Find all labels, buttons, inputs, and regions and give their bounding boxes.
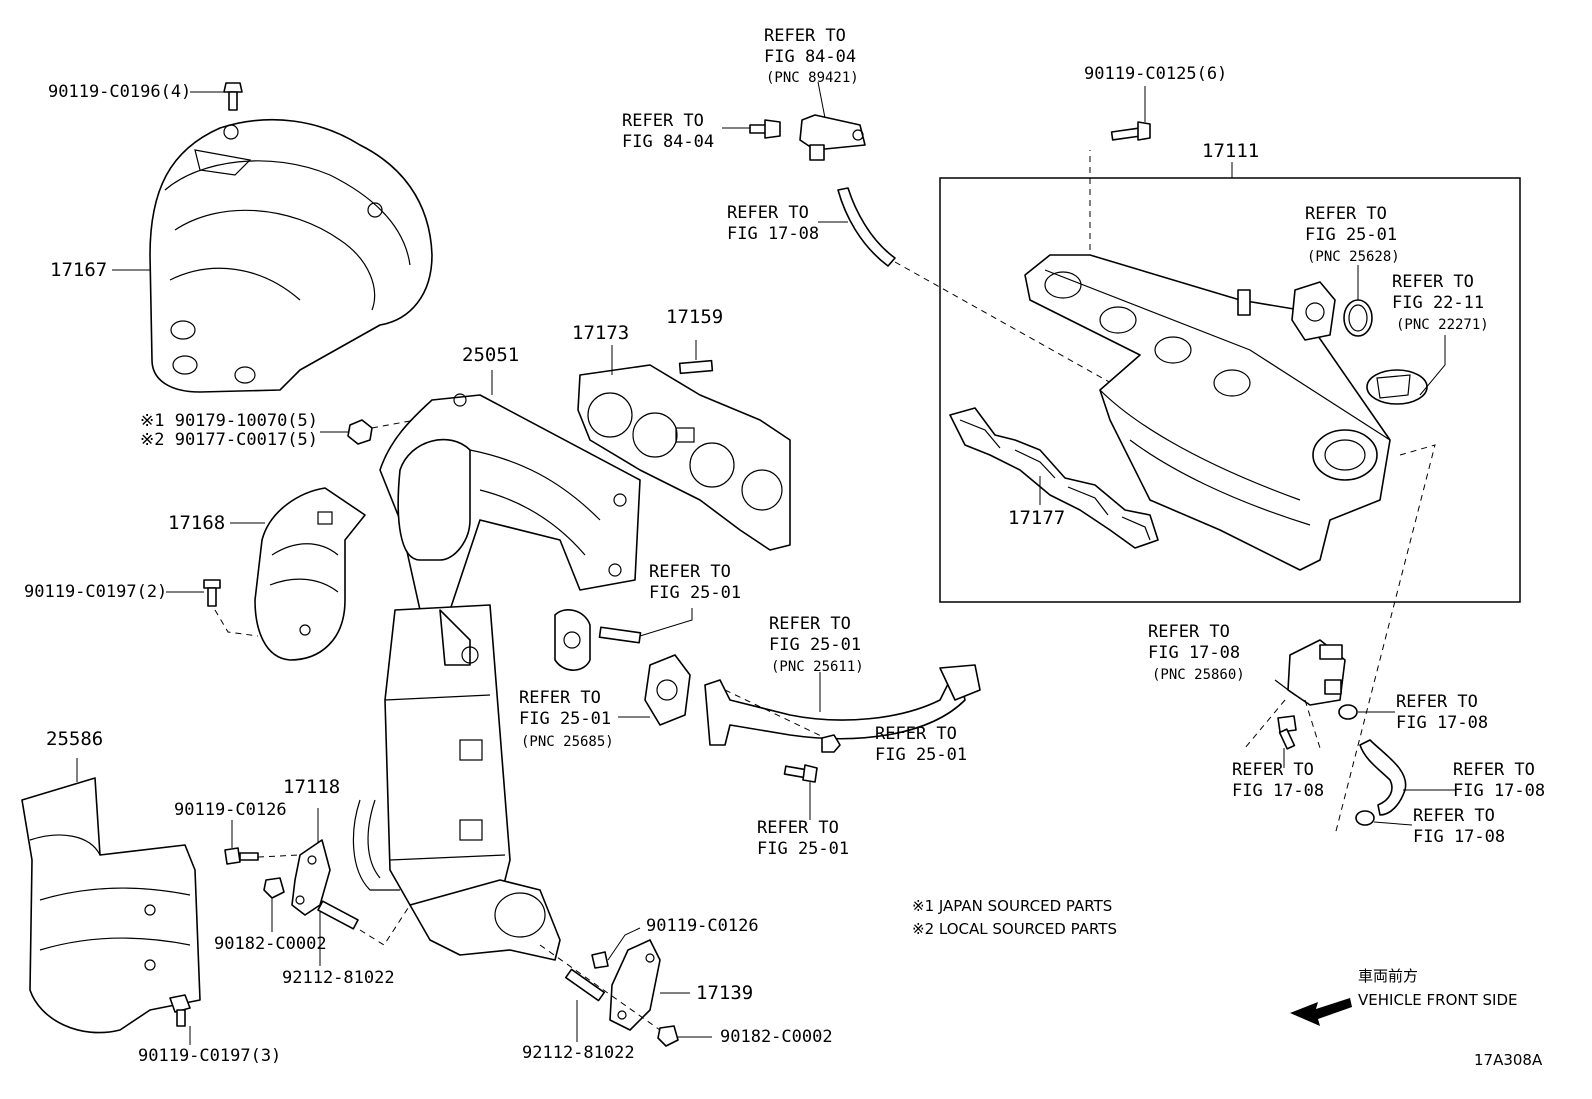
part-label-17111: 17111 (1202, 140, 1260, 162)
vehicle-front-jp: 車両前方 (1358, 967, 1419, 985)
note-local-sourced: ※2 LOCAL SOURCED PARTS (912, 920, 1117, 938)
refer-fig-25-01-gasket[interactable]: REFER TO FIG 25-01 (519, 688, 612, 729)
egr-pipe[interactable] (704, 664, 981, 746)
egr-gasket[interactable] (644, 654, 691, 726)
stud-icon[interactable] (564, 968, 606, 1002)
hose-clamp[interactable] (1355, 810, 1375, 826)
part-label-90177-c0017: ※2 90177-C0017(5) (140, 430, 319, 450)
bolt-icon[interactable] (783, 764, 818, 783)
bracket-17139[interactable] (609, 939, 661, 1031)
pnc-89421: (PNC 89421) (766, 70, 859, 86)
nut-icon[interactable] (263, 877, 285, 899)
bolt-icon[interactable] (1277, 715, 1297, 750)
bolt-icon[interactable] (169, 994, 191, 1027)
refer-fig-22-11[interactable]: REFER TO FIG 22-11 (1392, 272, 1485, 313)
bracket-17118[interactable] (291, 839, 331, 916)
bolt-icon[interactable] (223, 82, 243, 111)
vehicle-front-en: VEHICLE FRONT SIDE (1358, 991, 1518, 1009)
refer-fig-25-01-nut[interactable]: REFER TO FIG 25-01 (875, 724, 968, 765)
refer-fig-25-01-stud[interactable]: REFER TO FIG 25-01 (649, 562, 742, 603)
vsv-valve[interactable] (1274, 639, 1346, 706)
pnc-25685: (PNC 25685) (521, 734, 614, 750)
part-label-90179-10070: ※1 90179-10070(5) (140, 411, 319, 431)
bolt-icon[interactable] (224, 847, 259, 865)
part-label-90119-c0197-3: 90119-C0197(3) (138, 1046, 282, 1066)
pnc-25628: (PNC 25628) (1307, 249, 1400, 265)
part-label-17167: 17167 (50, 259, 108, 281)
refer-fig-17-08-hose[interactable]: REFER TO FIG 17-08 (727, 203, 820, 244)
bolt-icon[interactable] (203, 579, 221, 607)
part-label-92112-81022-left: 92112-81022 (282, 968, 395, 988)
refer-fig-25-01-oring[interactable]: REFER TO FIG 25-01 (1305, 204, 1398, 245)
refer-fig-17-08-hose-right[interactable]: REFER TO FIG 17-08 (1453, 760, 1546, 801)
refer-fig-25-01-pipe[interactable]: REFER TO FIG 25-01 (769, 614, 862, 655)
part-label-17173: 17173 (572, 322, 630, 344)
refer-fig-17-08-clamp-bottom[interactable]: REFER TO FIG 17-08 (1413, 806, 1506, 847)
part-label-25586: 25586 (46, 728, 104, 750)
part-label-17118: 17118 (283, 776, 341, 798)
part-label-25051: 25051 (462, 344, 520, 366)
intake-manifold-box (939, 177, 1521, 603)
flange-gasket[interactable] (554, 609, 591, 671)
o-ring[interactable] (1343, 299, 1373, 337)
stud-icon[interactable] (678, 359, 714, 375)
refer-fig-84-04-bolt[interactable]: REFER TO FIG 84-04 (622, 111, 715, 152)
part-label-17177: 17177 (1008, 507, 1066, 529)
stud-icon[interactable] (598, 626, 642, 644)
part-label-17168: 17168 (168, 512, 226, 534)
pnc-25611: (PNC 25611) (771, 659, 864, 675)
part-label-17139: 17139 (696, 982, 754, 1004)
nut-icon[interactable] (821, 734, 841, 753)
bolt-icon[interactable] (749, 119, 781, 139)
refer-fig-84-04-sensor[interactable]: REFER TO FIG 84-04 (764, 26, 857, 67)
refer-fig-17-08-clamp-top[interactable]: REFER TO FIG 17-08 (1396, 692, 1489, 733)
part-label-90182-c0002-left: 90182-C0002 (214, 934, 327, 954)
nut-icon[interactable] (347, 419, 373, 445)
part-label-92112-81022-right: 92112-81022 (522, 1043, 635, 1063)
heat-insulator-25586[interactable] (21, 777, 201, 1034)
part-label-90119-c0126-right: 90119-C0126 (646, 916, 759, 936)
part-label-17159: 17159 (666, 306, 724, 328)
intake-manifold-17111[interactable] (1024, 254, 1391, 571)
part-label-90182-c0002-right: 90182-C0002 (720, 1027, 833, 1047)
part-label-90119-c0125: 90119-C0125(6) (1084, 64, 1228, 84)
heat-insulator-17168[interactable] (254, 487, 366, 661)
pnc-22271: (PNC 22271) (1396, 317, 1489, 333)
bolt-icon[interactable] (1110, 121, 1151, 141)
note-japan-sourced: ※1 JAPAN SOURCED PARTS (912, 897, 1113, 915)
vehicle-front-arrow-icon (1290, 998, 1352, 1026)
vacuum-hose[interactable] (1359, 739, 1407, 816)
refer-fig-17-08-vsv[interactable]: REFER TO FIG 17-08 (1148, 622, 1241, 663)
throttle-gasket[interactable] (1366, 369, 1428, 405)
nut-icon[interactable] (657, 1025, 679, 1047)
refer-fig-25-01-bolt[interactable]: REFER TO FIG 25-01 (757, 818, 850, 859)
part-label-90119-c0126-left: 90119-C0126 (174, 800, 287, 820)
pnc-25860: (PNC 25860) (1152, 667, 1245, 683)
vacuum-hose[interactable] (837, 187, 896, 267)
bolt-icon[interactable] (591, 951, 609, 969)
gasket-17173[interactable] (577, 364, 791, 551)
intake-gasket-17177[interactable] (949, 407, 1159, 549)
stud-icon[interactable] (317, 900, 359, 930)
part-label-90119-c0197-2: 90119-C0197(2) (24, 582, 168, 602)
exhaust-manifold-25051[interactable] (352, 393, 641, 961)
hose-clamp[interactable] (1338, 704, 1358, 720)
heat-insulator-17167[interactable] (149, 118, 433, 393)
part-label-90119-c0196: 90119-C0196(4) (48, 82, 192, 102)
refer-fig-17-08-bolt[interactable]: REFER TO FIG 17-08 (1232, 760, 1325, 801)
figure-id: 17A308A (1474, 1051, 1543, 1069)
oxygen-sensor[interactable] (799, 114, 866, 161)
